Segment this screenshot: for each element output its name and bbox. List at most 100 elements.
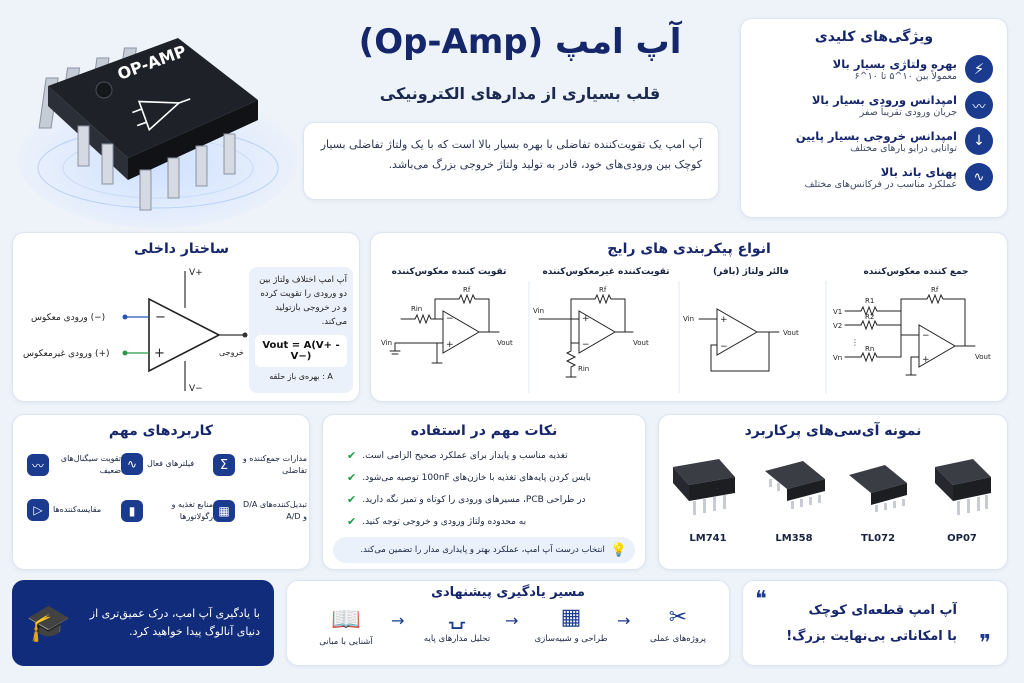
ics-card: نمونه آی‌سی‌های پرکاربرد LM741 LM358 TL0… xyxy=(658,414,1008,570)
summing-minus: − xyxy=(922,331,930,341)
summing-v2: V2 xyxy=(833,322,842,330)
signal-wave-icon: 〰 xyxy=(27,454,49,476)
ic-name: LM741 xyxy=(689,533,727,544)
formula-box: Vout = A(V+ - V−) xyxy=(255,335,347,367)
tip-item: ✔ در طراحی PCB، مسیرهای ورودی را کوتاه و… xyxy=(347,493,586,506)
path-arrow: → xyxy=(617,611,631,630)
app-label: تبدیل‌کننده‌های D/A و A/D xyxy=(243,500,307,521)
app-item: ▦ تبدیل‌کننده‌های D/A و A/D xyxy=(213,499,307,523)
lightning-icon: ⚡ xyxy=(965,55,993,83)
summing-vn: Vn xyxy=(833,354,842,362)
battery-icon: ▮ xyxy=(121,500,143,522)
summing-vout: Vout xyxy=(975,353,991,361)
ic-name: LM358 xyxy=(775,533,813,544)
buffer-vin: Vin xyxy=(683,315,694,323)
vminus-label: V− xyxy=(189,384,203,394)
summing-rf: Rf xyxy=(931,286,939,294)
config-label: تقویت‌کننده غیرمعکوس‌کننده xyxy=(542,267,670,277)
summing-rn: Rn xyxy=(865,345,874,353)
chip-icon: ▦ xyxy=(213,500,235,522)
feature-desc: عملکرد مناسب در فرکانس‌های مختلف xyxy=(804,178,957,190)
lightbulb-icon: 💡 xyxy=(610,542,627,558)
applications-title: کاربردهای مهم xyxy=(108,423,214,439)
minus-sign: − xyxy=(155,310,166,325)
tips-card: نکات مهم در استفاده ✔ تغذیه مناسب و پاید… xyxy=(322,414,646,570)
tip-text: به محدوده ولتاژ ورودی و خروجی توجه کنید. xyxy=(362,516,527,527)
inverting-vin: Vin xyxy=(381,339,392,347)
path-step-label: آشنایی با مبانی xyxy=(319,637,373,647)
app-label: تقویت سیگنال‌های ضعیف xyxy=(60,454,121,475)
summing-r1: R1 xyxy=(865,297,874,305)
path-step: ✂ پروژه‌های عملی xyxy=(633,605,723,644)
noninv-vin: Vin xyxy=(533,307,544,315)
tip-item: ✔ به محدوده ولتاژ ورودی و خروجی توجه کنی… xyxy=(347,515,526,528)
summing-r2: R2 xyxy=(865,313,874,321)
app-item: Σ مدارات جمع‌کننده و تفاضلی xyxy=(213,453,307,477)
cta-banner: 🎓 با یادگیری آپ امپ، درک عمیق‌تری از دنی… xyxy=(12,580,274,666)
config-label: فالئر ولتاژ (بافر) xyxy=(713,267,789,277)
filter-wave-icon: ∿ xyxy=(121,453,143,475)
quote-open-icon: ❝ xyxy=(755,587,767,612)
plus-sign: + xyxy=(154,346,165,361)
page-subtitle: قلب بسیاری از مدارهای الکترونیکی xyxy=(379,84,661,103)
app-label: منابع تغذیه و رگولاتورها xyxy=(171,500,213,521)
summing-dots: ⋮ xyxy=(851,338,859,347)
page-title: آپ امپ (Op-Amp) xyxy=(358,22,682,62)
config-label: تقویت کننده معکوس‌کننده xyxy=(391,267,507,277)
buffer-minus: − xyxy=(720,342,728,352)
features-card: ویژگی‌های کلیدی ⚡ بهره ولتاژی بسیار بالا… xyxy=(740,18,1008,218)
hero-illustration: OP-AMP xyxy=(8,8,298,228)
vplus-label: V+ xyxy=(189,268,203,278)
check-icon: ✔ xyxy=(347,471,357,484)
opamp-symbol-diagram: V+ V− − + ورودی معکوس (−) ورودی غیرمعکوس… xyxy=(23,268,248,394)
path-step-label: طراحی و شبیه‌سازی xyxy=(534,634,608,644)
tips-title: نکات مهم در استفاده xyxy=(410,423,558,439)
app-item: ▷ مقایسه‌کننده‌ها xyxy=(27,499,121,521)
feature-title: امپدانس خروجی بسیار پایین xyxy=(795,128,957,143)
inverting-minus: − xyxy=(446,314,454,324)
app-item: 〰 تقویت سیگنال‌های ضعیف xyxy=(27,453,121,477)
tip-text: بایس کردن پایه‌های تغذیه با خازن‌های 100… xyxy=(362,472,592,483)
noninv-minus: − xyxy=(582,340,590,350)
features-title: ویژگی‌های کلیدی xyxy=(814,29,934,45)
internal-title: ساختار داخلی xyxy=(134,241,229,257)
oscilloscope-icon: ⍽ xyxy=(448,605,466,630)
intro-card: آپ امپ یک تقویت‌کننده تفاضلی با بهره بسی… xyxy=(303,122,719,200)
feature-title: بهره ولتاژی بسیار بالا xyxy=(832,56,957,71)
configs-title: انواع پیکربندی های رایج xyxy=(607,241,771,257)
applications-card: کاربردهای مهم Σ مدارات جمع‌کننده و تفاضل… xyxy=(12,414,310,570)
tip-text: در طراحی PCB، مسیرهای ورودی را کوتاه و ت… xyxy=(362,494,586,505)
book-icon: 📖 xyxy=(331,605,361,633)
app-item: ▮ منابع تغذیه و رگولاتورها xyxy=(121,499,213,523)
inverting-rf: Rf xyxy=(463,286,471,294)
app-label: مدارات جمع‌کننده و تفاضلی xyxy=(242,454,307,475)
ic-name: OP07 xyxy=(947,533,977,544)
sine-wave-icon: ∿ xyxy=(965,163,993,191)
summing-plus: + xyxy=(922,355,930,365)
app-label: فیلترهای فعال xyxy=(147,459,195,468)
inverting-rin: Rin xyxy=(411,305,422,313)
waveform-icon: 〰 xyxy=(965,91,993,119)
noninverting-input-label: ورودی غیرمعکوس (+) xyxy=(23,349,110,359)
noninv-rf: Rf xyxy=(599,286,607,294)
app-label: مقایسه‌کننده‌ها xyxy=(53,505,102,514)
intro-text: آپ امپ یک تقویت‌کننده تفاضلی با بهره بسی… xyxy=(320,138,702,171)
quote-line-2: با امکاناتی بی‌نهایت بزرگ! xyxy=(786,629,957,644)
noninv-vout: Vout xyxy=(633,339,649,347)
tips-note: انتخاب درست آپ امپ، عملکرد بهتر و پایدار… xyxy=(333,537,635,563)
app-item: ∿ فیلترهای فعال xyxy=(121,453,213,475)
path-step: ⍽ تحلیل مدارهای پایه xyxy=(409,605,505,644)
graduation-cap-icon: 🎓 xyxy=(26,603,71,644)
ic-name: TL072 xyxy=(860,533,896,544)
internal-note-box: آپ امپ اختلاف ولتاژ بین دو ورودی را تقوی… xyxy=(249,267,353,393)
tip-item: ✔ تغذیه مناسب و پایدار برای عملکرد صحیح … xyxy=(347,449,568,462)
buffer-vout: Vout xyxy=(783,329,799,337)
noninv-plus: + xyxy=(582,314,590,324)
internal-note: آپ امپ اختلاف ولتاژ بین دو ورودی را تقوی… xyxy=(259,275,347,327)
path-step-label: تحلیل مدارهای پایه xyxy=(423,634,491,644)
feature-title: پهنای باند بالا xyxy=(880,164,957,179)
summing-v1: V1 xyxy=(833,308,842,316)
